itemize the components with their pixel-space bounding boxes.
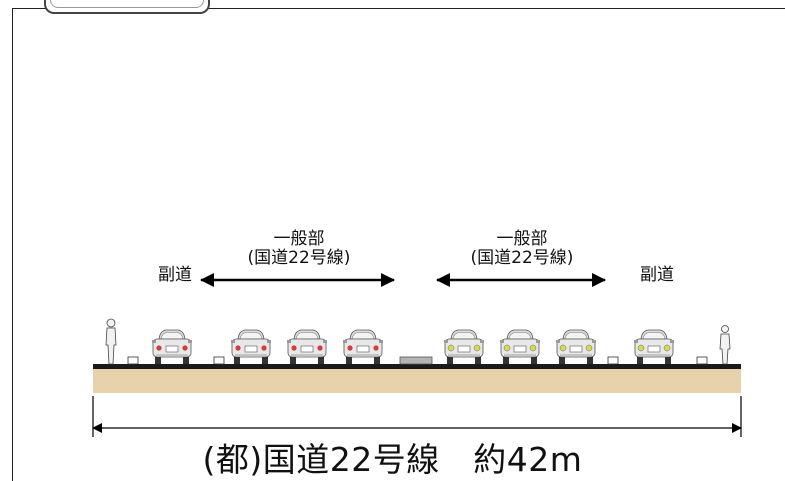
car-main-right-1 (443, 329, 485, 365)
label-main-right-line1: 一般部 (496, 229, 548, 249)
label-main-right: 一般部 (国道22号線) (437, 230, 607, 268)
car-main-right-3 (555, 329, 597, 365)
pedestrian-left (105, 318, 117, 365)
car-main-left-2 (286, 329, 328, 365)
road-surface (93, 364, 741, 369)
car-main-left-1 (230, 329, 272, 365)
car-side-right (633, 329, 675, 365)
pedestrian-right (719, 325, 731, 365)
label-main-left-line2: (国道22号線) (247, 248, 351, 268)
label-side-road-right: 副道 (640, 265, 674, 285)
car-side-left (151, 329, 193, 365)
label-total-width: (都)国道22号線 約42m (202, 440, 583, 479)
diagram-frame (12, 8, 785, 481)
label-side-road-left: 副道 (158, 265, 192, 285)
label-main-left-line1: 一般部 (273, 229, 325, 249)
car-main-right-2 (499, 329, 541, 365)
car-main-left-3 (342, 329, 384, 365)
road-bed (93, 368, 741, 393)
label-main-right-line2: (国道22号線) (470, 248, 574, 268)
median (399, 356, 433, 365)
label-main-left: 一般部 (国道22号線) (214, 230, 384, 268)
